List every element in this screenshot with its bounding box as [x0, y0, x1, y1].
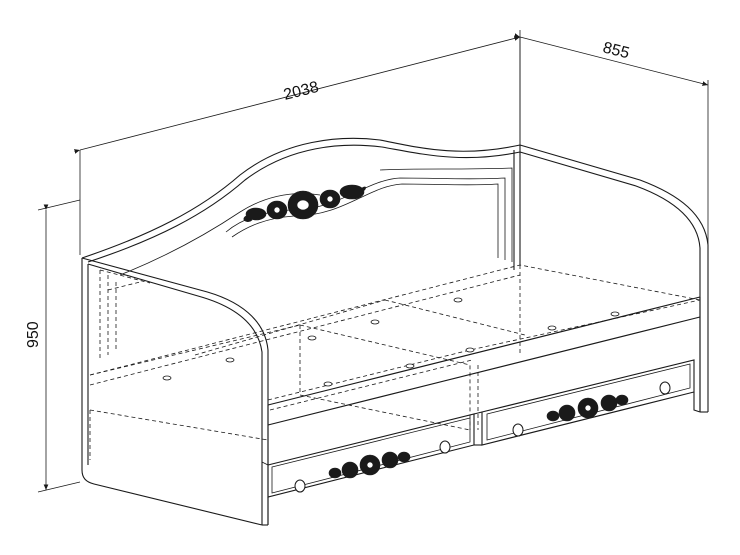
dimension-length: 2038 — [73, 30, 521, 255]
right-side-panel — [519, 144, 709, 413]
drawer-left-knob-2 — [439, 440, 451, 454]
dimension-height: 950 — [25, 199, 81, 493]
drawer-right-knob-2 — [659, 381, 671, 395]
depth-label: 855 — [601, 39, 631, 62]
front-rail — [267, 296, 701, 426]
drawer-left-ornament — [328, 451, 411, 479]
plinth — [262, 317, 701, 526]
drawer-right-ornament — [546, 394, 629, 422]
drawer-right-knob-1 — [512, 423, 524, 437]
drawer-right — [473, 359, 695, 446]
height-label: 950 — [25, 321, 42, 348]
drawer-left — [261, 413, 475, 525]
length-label: 2038 — [282, 79, 321, 104]
backrest-panel — [81, 137, 521, 276]
seat-frame — [89, 264, 701, 460]
dimension-depth: 855 — [513, 33, 709, 245]
backrest-ornament — [243, 184, 366, 222]
drawer-left-knob-1 — [294, 479, 306, 493]
left-side-panel — [81, 257, 269, 526]
